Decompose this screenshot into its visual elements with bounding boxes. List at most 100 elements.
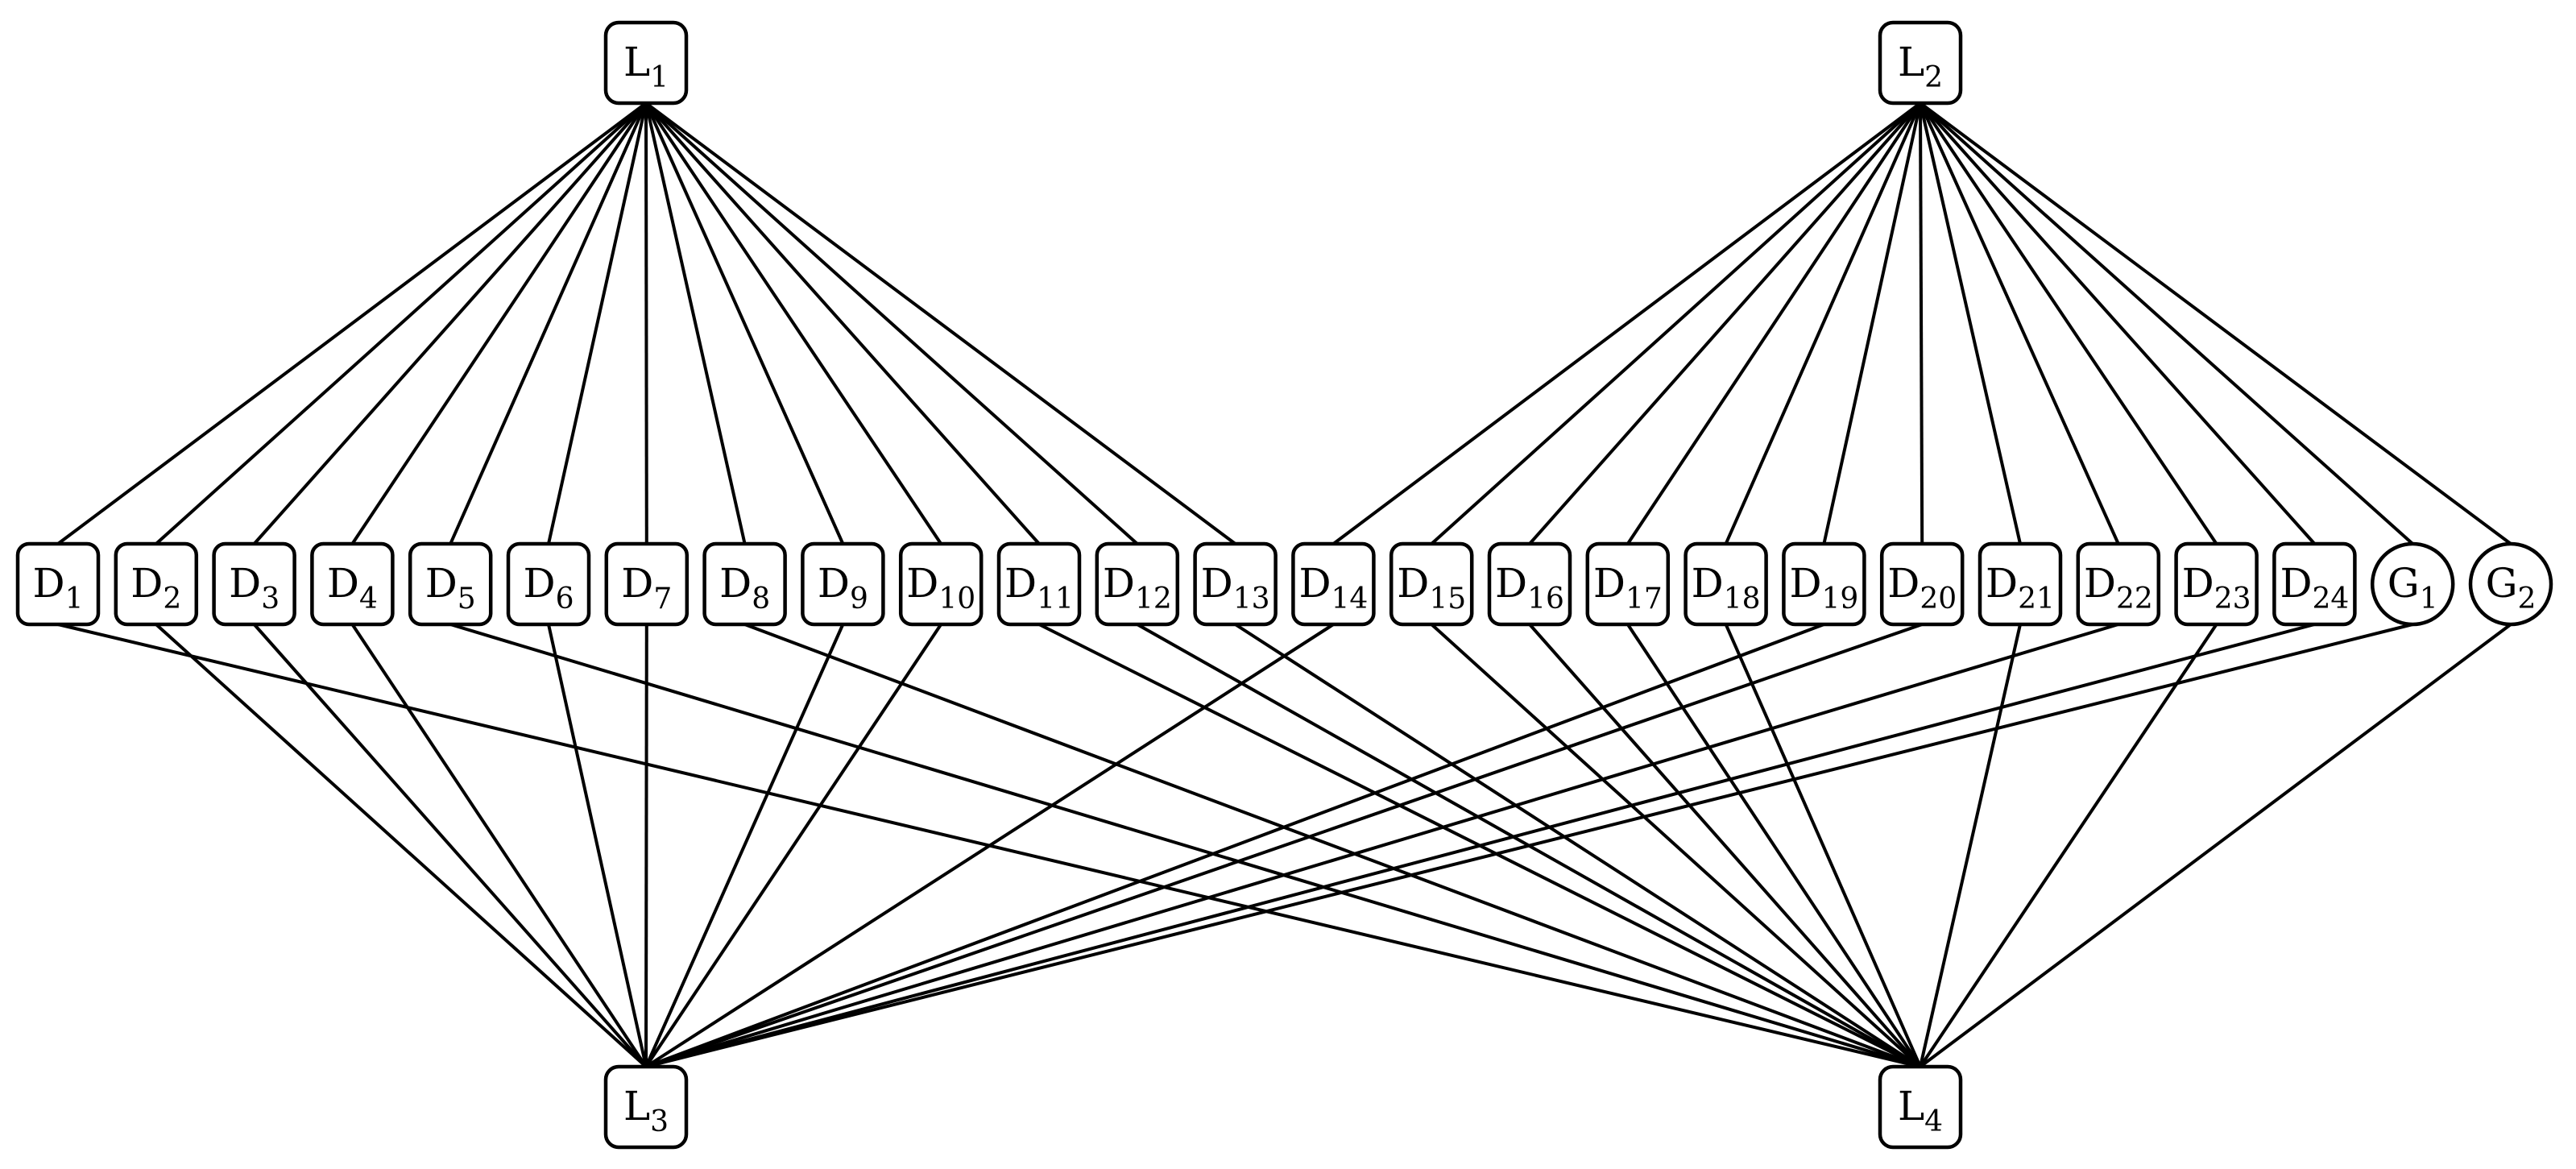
edge-D4-L3 xyxy=(350,623,648,1068)
edge-L1-D7 xyxy=(644,102,648,545)
hub-box xyxy=(603,20,689,106)
edge-D8-L4 xyxy=(743,623,1921,1068)
device-label: D13 xyxy=(1201,560,1270,616)
device-label-letter: D xyxy=(1887,560,1920,607)
device-node-g1: G1 xyxy=(2370,541,2455,627)
device-box xyxy=(1095,541,1180,627)
device-label-subscript: 6 xyxy=(556,582,574,616)
device-label-letter: D xyxy=(1201,560,1233,607)
device-label-letter: G xyxy=(2388,560,2420,607)
device-label-subscript: 22 xyxy=(2116,582,2153,616)
hub-label-letter: L xyxy=(623,39,650,85)
hub-box xyxy=(603,1064,689,1150)
device-label-subscript: 18 xyxy=(1724,582,1761,616)
hub-label-letter: L xyxy=(623,1083,650,1130)
edge-L2-G2 xyxy=(1919,102,2512,545)
device-label-letter: D xyxy=(1103,560,1135,607)
device-label-letter: D xyxy=(1692,560,1724,607)
device-box xyxy=(1291,541,1376,627)
edge-G1-L3 xyxy=(645,623,2413,1068)
device-label-subscript: 21 xyxy=(2018,582,2055,616)
device-box xyxy=(1978,541,2063,627)
device-label-letter: D xyxy=(1004,560,1037,607)
device-label-subscript: 5 xyxy=(458,582,476,616)
device-box xyxy=(604,541,690,627)
edge-L1-D8 xyxy=(644,102,747,545)
device-node-d1: D1 xyxy=(15,541,101,627)
device-box xyxy=(2076,541,2161,627)
device-label-letter: D xyxy=(2182,560,2214,607)
device-label: D5 xyxy=(425,560,476,616)
device-label-letter: D xyxy=(1397,560,1429,607)
device-node-d12: D12 xyxy=(1095,541,1180,627)
edge-D9-L3 xyxy=(644,624,845,1067)
device-label-subscript: 1 xyxy=(65,582,84,616)
device-label: D8 xyxy=(719,560,770,616)
edge-L1-D10 xyxy=(644,102,942,545)
hub-label-subscript: 3 xyxy=(650,1105,669,1138)
edge-D19-L3 xyxy=(645,623,1825,1068)
device-label-letter: D xyxy=(818,560,850,607)
device-label: G1 xyxy=(2388,560,2438,616)
edge-L2-D20 xyxy=(1919,102,1924,545)
edge-D17-L4 xyxy=(1626,623,1922,1068)
device-label-subscript: 7 xyxy=(653,582,672,616)
device-label-letter: D xyxy=(1298,560,1331,607)
device-label-subscript: 9 xyxy=(850,582,868,616)
edge-layer xyxy=(56,102,2512,1068)
hub-box xyxy=(1878,20,1963,106)
hub-node-l1: L1 xyxy=(603,20,689,106)
device-label-letter: D xyxy=(130,560,163,607)
device-box xyxy=(1782,541,1866,627)
device-label-letter: D xyxy=(33,560,65,607)
device-node-d16: D16 xyxy=(1487,541,1572,627)
hub-label: L3 xyxy=(623,1083,669,1138)
device-label-letter: D xyxy=(719,560,752,607)
edge-D7-L3 xyxy=(644,624,648,1067)
device-label-subscript: 12 xyxy=(1135,582,1172,616)
hub-label-letter: L xyxy=(1898,39,1924,85)
device-label-subscript: 15 xyxy=(1429,582,1466,616)
device-label: D7 xyxy=(621,560,672,616)
device-label-letter: D xyxy=(1789,560,1821,607)
device-node-d7: D7 xyxy=(604,541,690,627)
device-label-letter: D xyxy=(1986,560,2018,607)
device-label-subscript: 3 xyxy=(261,582,280,616)
device-label: D21 xyxy=(1986,560,2055,616)
device-label-letter: D xyxy=(425,560,458,607)
device-box xyxy=(702,541,787,627)
device-label-subscript: 17 xyxy=(1626,582,1663,616)
hub-label: L1 xyxy=(623,39,669,94)
device-label-subscript: 11 xyxy=(1037,582,1074,616)
edge-L1-D2 xyxy=(155,102,648,545)
edge-L2-D17 xyxy=(1626,102,1922,545)
device-label: D12 xyxy=(1103,560,1172,616)
edge-D23-L4 xyxy=(1919,623,2218,1068)
hub-label-subscript: 4 xyxy=(1924,1105,1943,1138)
device-box xyxy=(1389,541,1474,627)
device-box xyxy=(1684,541,1768,627)
edge-L1-D5 xyxy=(449,102,648,545)
edge-D5-L4 xyxy=(449,623,1921,1068)
device-label: D15 xyxy=(1397,560,1466,616)
device-label: D20 xyxy=(1887,560,1957,616)
hub-label: L2 xyxy=(1898,39,1943,94)
device-label-subscript: 13 xyxy=(1233,582,1270,616)
device-label: D3 xyxy=(229,560,280,616)
device-circle xyxy=(2468,541,2553,627)
device-label: D24 xyxy=(2280,560,2349,616)
device-box xyxy=(408,541,493,627)
device-node-d13: D13 xyxy=(1193,541,1278,627)
device-label-letter: D xyxy=(229,560,261,607)
edge-D16-L4 xyxy=(1528,623,1922,1068)
device-node-d11: D11 xyxy=(996,541,1082,627)
device-box xyxy=(1879,541,1965,627)
device-box xyxy=(898,541,984,627)
device-node-d17: D17 xyxy=(1585,541,1671,627)
edge-D10-L3 xyxy=(644,623,942,1068)
hub-node-l4: L4 xyxy=(1878,1064,1963,1150)
edge-D22-L3 xyxy=(645,623,2119,1068)
hub-label: L4 xyxy=(1898,1083,1943,1138)
